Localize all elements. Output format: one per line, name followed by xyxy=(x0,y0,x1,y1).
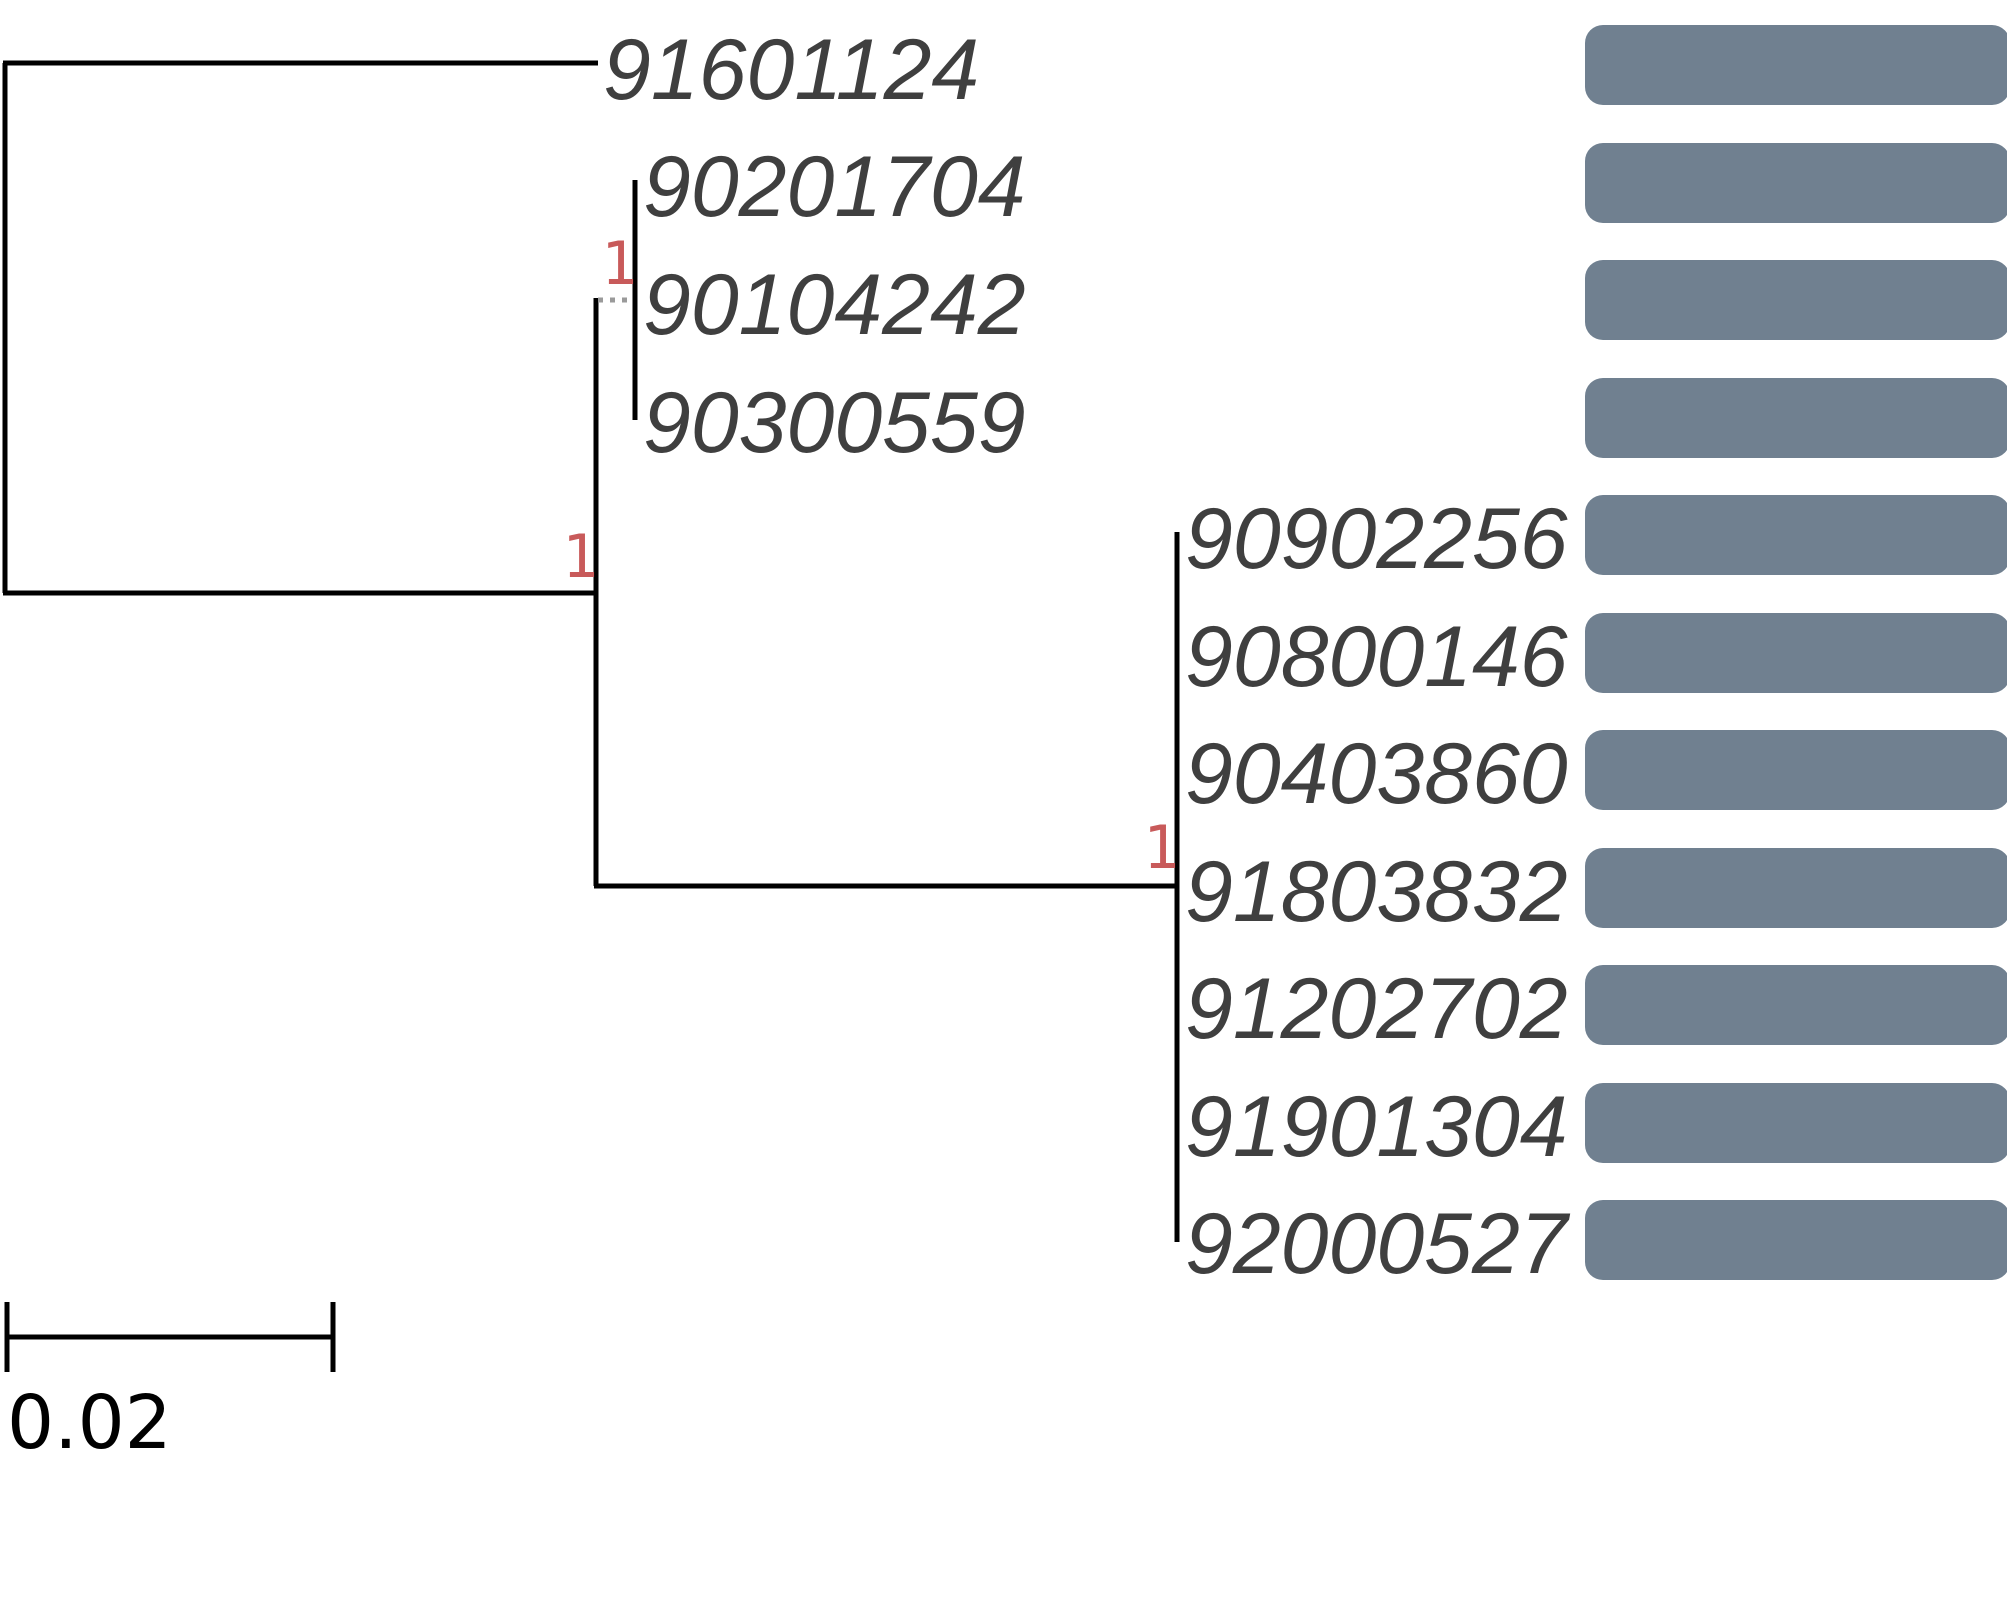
annotation-bar xyxy=(1585,1200,2007,1280)
support-value-right-clade: 1 xyxy=(1143,813,1179,883)
annotation-bar xyxy=(1585,965,2007,1045)
leaf-label-91901304: 91901304 xyxy=(1185,1079,1568,1175)
annotation-bar xyxy=(1585,143,2007,223)
leaf-label-90902256: 90902256 xyxy=(1185,491,1568,587)
scale-bar: 0.02 xyxy=(4,1302,336,1466)
annotation-bar xyxy=(1585,730,2007,810)
scale-bar-label: 0.02 xyxy=(7,1380,172,1466)
leaf-label-90104242: 90104242 xyxy=(643,257,1026,353)
annotation-bar xyxy=(1585,613,2007,693)
leaf-label-92000527: 92000527 xyxy=(1185,1196,1571,1292)
annotation-bar xyxy=(1585,848,2007,928)
leaf-label-90201704: 90201704 xyxy=(643,139,1026,235)
annotation-bar xyxy=(1585,1083,2007,1163)
leaf-label-91803832: 91803832 xyxy=(1185,844,1568,940)
leaf-label-90300559: 90300559 xyxy=(643,375,1026,471)
annotation-bar xyxy=(1585,378,2007,458)
annotation-bar xyxy=(1585,495,2007,575)
support-value-inner-clade: 1 xyxy=(562,522,598,592)
annotation-bar xyxy=(1585,260,2007,340)
leaf-label-91202702: 91202702 xyxy=(1185,961,1568,1057)
leaf-label-91601124: 91601124 xyxy=(603,22,979,118)
leaf-label-90800146: 90800146 xyxy=(1185,609,1568,705)
annotation-bar xyxy=(1585,25,2007,105)
leaf-label-90403860: 90403860 xyxy=(1185,726,1568,822)
support-value-small-clade: 1 xyxy=(601,229,637,299)
